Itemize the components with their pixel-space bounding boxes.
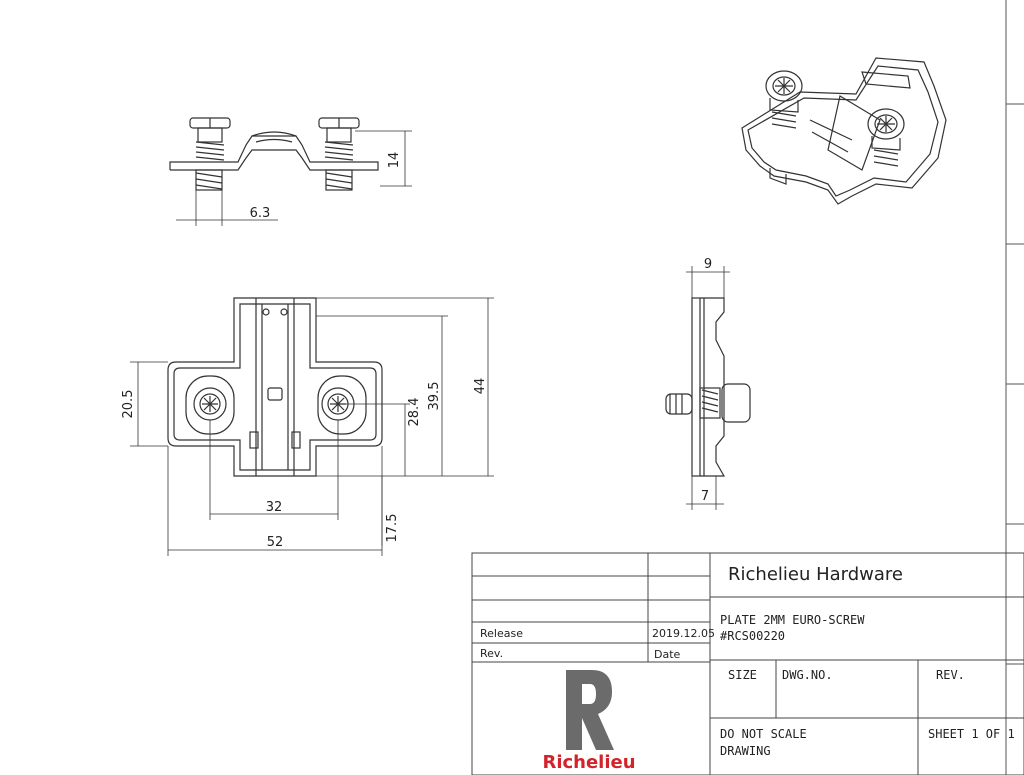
side-dimensions (686, 266, 730, 510)
do-not-scale-line1: DO NOT SCALE (720, 727, 807, 741)
dim-plan-32: 32 (266, 500, 283, 515)
part-description: PLATE 2MM EURO-SCREW (720, 613, 865, 627)
company-name: Richelieu Hardware (728, 564, 903, 585)
release-date: 2019.12.05 (652, 627, 715, 640)
isometric-view (741, 57, 947, 205)
dim-front-height: 14 (387, 152, 402, 169)
dim-plan-20-5: 20.5 (121, 390, 136, 419)
rev-column-label: REV. (936, 668, 965, 682)
front-view (169, 117, 379, 191)
dim-plan-44: 44 (473, 378, 488, 395)
plan-view (167, 297, 383, 477)
sheet-number: SHEET 1 OF 1 (928, 727, 1015, 741)
dim-front-thread: 6.3 (250, 206, 271, 221)
dim-plan-52: 52 (267, 535, 284, 550)
rev-label: Rev. (480, 647, 503, 660)
plan-dimensions (130, 297, 494, 556)
dim-plan-17-5: 17.5 (385, 514, 400, 543)
dim-plan-28-4: 28.4 (407, 398, 422, 427)
title-block-grid (471, 552, 1024, 775)
dim-side-9: 9 (704, 257, 712, 272)
logo-wordmark: Richelieu (542, 752, 635, 773)
logo-r-mark (566, 670, 614, 750)
richelieu-logo: Richelieu (542, 670, 636, 773)
do-not-scale-line2: DRAWING (720, 744, 771, 758)
side-view (665, 297, 751, 477)
front-dimensions (176, 130, 412, 226)
dim-side-7: 7 (701, 489, 709, 504)
dwg-no-label: DWG.NO. (782, 668, 833, 682)
sheet-border (1005, 0, 1024, 775)
date-label: Date (654, 648, 681, 661)
release-label: Release (480, 627, 523, 640)
size-label: SIZE (728, 668, 757, 682)
part-number: #RCS00220 (720, 629, 785, 643)
dim-plan-39-5: 39.5 (427, 382, 442, 411)
